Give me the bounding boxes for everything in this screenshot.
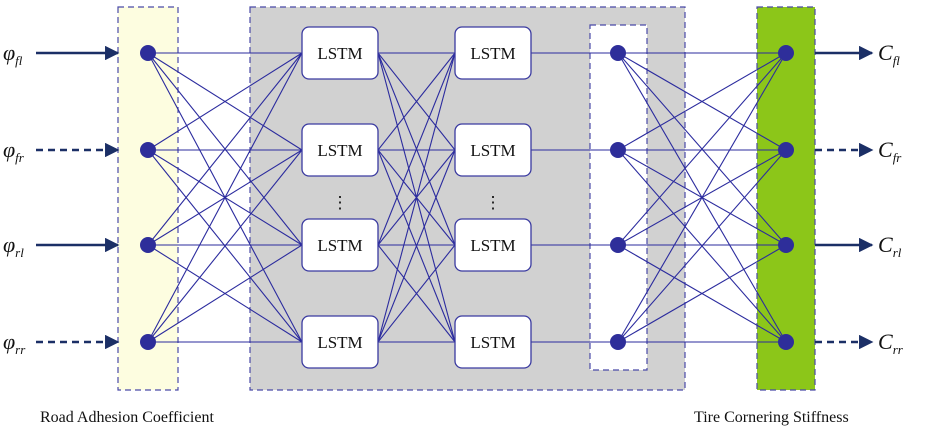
edge-lstm1-3-lstm2-2 xyxy=(377,244,456,343)
output-label-rl: Crl xyxy=(878,232,902,260)
output-label-rr: Crr xyxy=(878,329,904,357)
edge-dense-2-output-0 xyxy=(617,52,787,246)
input-label-fr: φfr xyxy=(3,137,25,165)
lstm-label-col2-1: LSTM xyxy=(470,141,515,160)
lstm-cell-col2-0 xyxy=(454,26,532,80)
edge-input-3-lstm1-2 xyxy=(147,244,303,343)
output-node-1 xyxy=(778,142,794,158)
lstm-cell-col1-3 xyxy=(301,315,379,369)
lstm-cell-col2-3 xyxy=(454,315,532,369)
edge-input-3-lstm1-0 xyxy=(147,52,303,343)
edge-input-3-lstm1-1 xyxy=(147,149,303,343)
output-node-3 xyxy=(778,334,794,350)
edge-input-2-lstm1-0 xyxy=(147,52,303,246)
dense-node-2 xyxy=(610,237,626,253)
input-label-rl: φrl xyxy=(3,232,24,260)
lstm-cells: LSTM LSTM LSTM LSTM LSTM LSTM LSTM LSTM xyxy=(301,26,532,369)
dense-layer-panel xyxy=(589,24,648,371)
input-node-2 xyxy=(140,237,156,253)
output-layer-panel xyxy=(756,6,816,391)
lstm-label-col1-0: LSTM xyxy=(317,44,362,63)
lstm-label-col1-1: LSTM xyxy=(317,141,362,160)
output-label-fl: Cfl xyxy=(878,40,900,68)
edge-input-1-lstm1-0 xyxy=(147,52,303,151)
edge-lstm1-3-lstm2-0 xyxy=(377,52,456,343)
edge-dense-3-output-2 xyxy=(617,244,787,343)
lstm-label-col2-0: LSTM xyxy=(470,44,515,63)
caption-road-adhesion-coefficient: Road Adhesion Coefficient xyxy=(40,409,214,426)
ellipsis-lstm-column-1: ⋮ xyxy=(332,193,349,212)
input-label-fl: φfl xyxy=(3,40,23,68)
caption-tire-cornering-stiffness: Tire Cornering Stiffness xyxy=(694,409,849,426)
output-label-fr: Cfr xyxy=(878,137,902,165)
lstm-cell-col1-2 xyxy=(301,218,379,272)
input-layer-panel xyxy=(117,6,179,391)
edge-lstm1-3-lstm2-1 xyxy=(377,149,456,343)
edge-dense-3-output-1 xyxy=(617,149,787,343)
edge-lstm1-1-lstm2-0 xyxy=(377,52,456,151)
ellipsis-lstm-column-2: ⋮ xyxy=(485,193,502,212)
input-node-1 xyxy=(140,142,156,158)
lstm-cell-col1-1 xyxy=(301,123,379,177)
connection-edges xyxy=(147,52,787,343)
output-node-0 xyxy=(778,45,794,61)
nodes xyxy=(140,45,794,350)
lstm-cell-col2-2 xyxy=(454,218,532,272)
lstm-label-col2-3: LSTM xyxy=(470,333,515,352)
input-label-rr: φrr xyxy=(3,329,26,357)
edge-dense-1-output-0 xyxy=(617,52,787,151)
lstm-cell-col1-0 xyxy=(301,26,379,80)
lstm-label-col1-2: LSTM xyxy=(317,236,362,255)
io-arrows xyxy=(36,45,874,350)
output-node-2 xyxy=(778,237,794,253)
dense-node-1 xyxy=(610,142,626,158)
lstm-label-col2-2: LSTM xyxy=(470,236,515,255)
edge-lstm1-2-lstm2-0 xyxy=(377,52,456,246)
lstm-cell-col2-1 xyxy=(454,123,532,177)
input-node-3 xyxy=(140,334,156,350)
dense-node-3 xyxy=(610,334,626,350)
lstm-label-col1-3: LSTM xyxy=(317,333,362,352)
edge-dense-3-output-0 xyxy=(617,52,787,343)
dense-node-0 xyxy=(610,45,626,61)
input-node-0 xyxy=(140,45,156,61)
